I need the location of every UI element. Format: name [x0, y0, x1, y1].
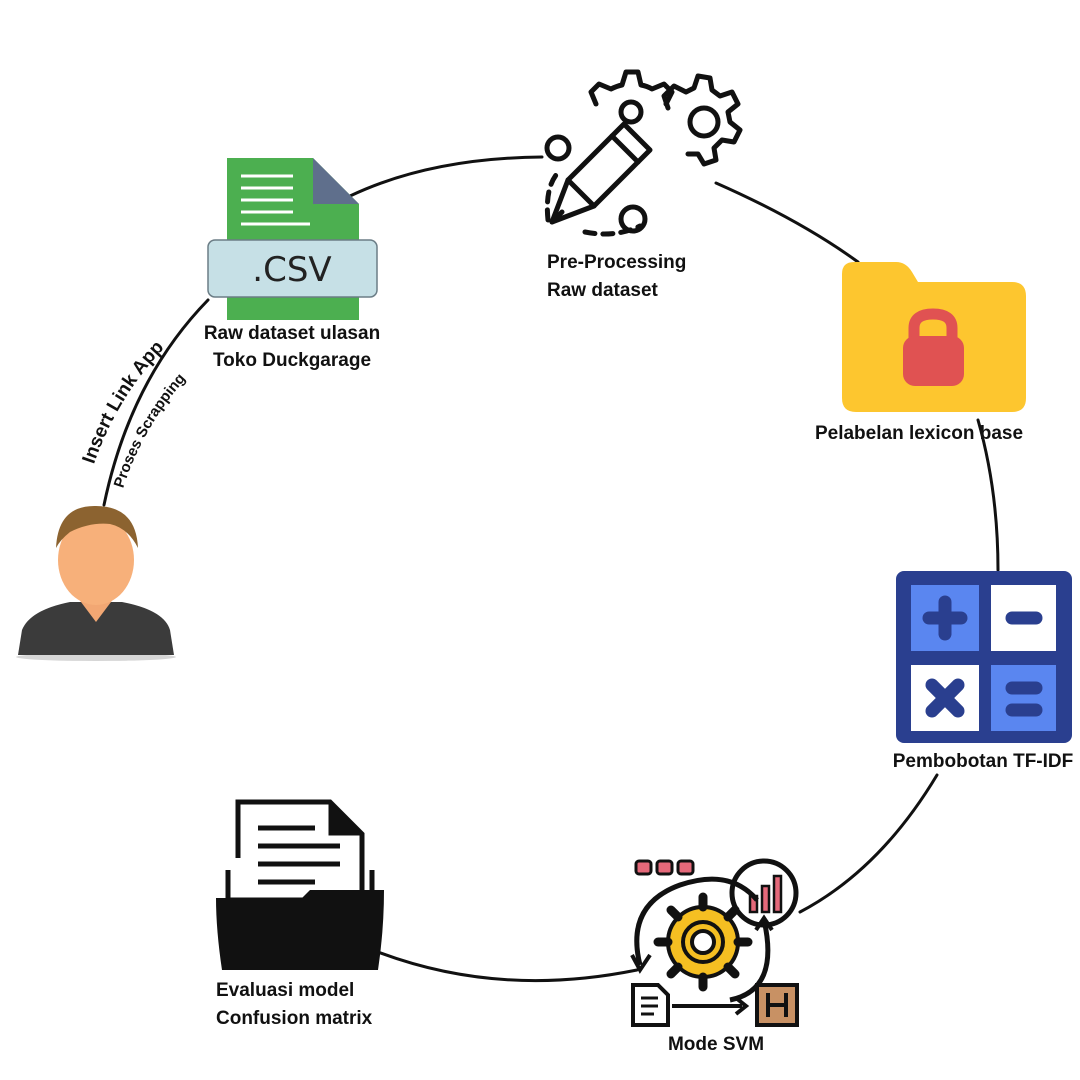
evaluation-label-line1: Evaluasi model [216, 980, 354, 1001]
raw-dataset-label-line1: Raw dataset ulasan [204, 323, 380, 344]
raw-dataset-label-line2: Toko Duckgarage [213, 350, 371, 371]
document-folder-icon [216, 799, 384, 970]
locked-folder-icon [842, 262, 1026, 412]
bar-chart-icon [748, 874, 783, 914]
user-avatar-icon [16, 505, 176, 661]
gear-icon [653, 892, 753, 992]
calculator-icon [896, 571, 1072, 743]
csv-file-icon: .CSV [207, 158, 378, 320]
pencil-gears-icon [544, 69, 743, 237]
svm-label: Mode SVM [668, 1034, 764, 1055]
arc-label-to-tfidf [976, 418, 1000, 572]
preprocessing-label-line1: Pre-Processing [547, 252, 686, 273]
connector-arcs [102, 155, 1000, 983]
arc-tfidf-to-svm [798, 773, 939, 914]
arc-preprocess-to-label [714, 181, 860, 264]
arc-user-to-csv [102, 298, 210, 507]
gear-process-icon [630, 858, 799, 1027]
preprocessing-label-line2: Raw dataset [547, 280, 659, 301]
labeling-label: Pelabelan lexicon base [815, 423, 1023, 444]
csv-extension-label: .CSV [252, 250, 331, 290]
tfidf-label: Pembobotan TF-IDF [893, 751, 1073, 772]
evaluation-label-line2: Confusion matrix [216, 1008, 373, 1029]
arc-evaluation-to-svm [376, 950, 639, 983]
gear-top-icon [588, 69, 675, 125]
gear-right-icon [661, 73, 743, 167]
document-icon [631, 983, 670, 1027]
output-box-icon [755, 983, 799, 1027]
arc-csv-to-preprocess [348, 155, 544, 198]
